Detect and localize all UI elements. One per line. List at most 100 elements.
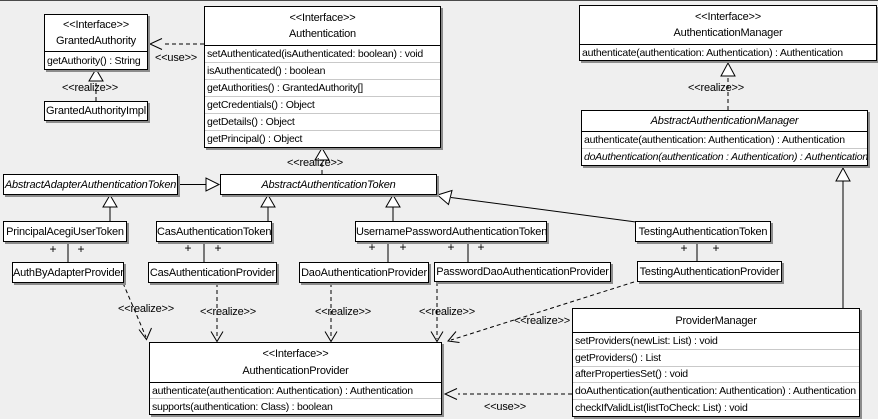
class-name: AbstractAuthenticationToken <box>261 178 396 191</box>
class-name: TestingAuthenticationToken <box>638 225 768 238</box>
class-dao-authentication-provider: DaoAuthenticationProvider <box>299 262 429 283</box>
method-row: getCredentials() : Object <box>205 97 440 114</box>
edge-gen-testing-token <box>436 189 637 223</box>
stereotype-label: <<Interface>> <box>63 19 129 31</box>
class-header: GrantedAuthorityImpl <box>45 102 147 120</box>
class-authentication-manager: <<Interface>> AuthenticationManager auth… <box>579 5 877 61</box>
edge-realize-abstracttoken <box>314 147 330 174</box>
class-header: TestingAuthenticationProvider <box>638 262 781 281</box>
multiplicity-plus: + <box>680 241 688 255</box>
method-row: getAuthorities() : GrantedAuthority[] <box>205 80 440 97</box>
method-row: setAuthenticated(isAuthenticated: boolea… <box>205 46 440 63</box>
multiplicity-plus: + <box>214 241 222 255</box>
class-name: AuthByAdapterProvider <box>13 266 124 279</box>
class-header: DaoAuthenticationProvider <box>300 263 428 282</box>
class-granted-authority-impl: GrantedAuthorityImpl <box>44 101 148 121</box>
edge-gen-cas-token <box>260 194 276 221</box>
multiplicity-plus: + <box>77 242 85 256</box>
class-name: TestingAuthenticationProvider <box>639 265 780 278</box>
edge-realize-authbyadapterprovider <box>122 282 152 341</box>
method-row: authenticate(authentication: Authenticat… <box>150 383 441 399</box>
edge-realize-daoprovider <box>324 283 338 343</box>
edge-realize-grantedauthorityimpl <box>88 68 104 101</box>
class-header: UsernamePasswordAuthenticationToken <box>356 222 546 241</box>
method-row: getAuthority() : String <box>47 54 141 67</box>
multiplicity-plus: + <box>184 241 192 255</box>
method-row: getDetails() : Object <box>205 114 440 131</box>
method-row: setProviders(newList: List) : void <box>573 333 859 350</box>
class-abstract-authentication-token: AbstractAuthenticationToken <box>220 174 437 195</box>
edge-gen-principal-token <box>102 194 118 221</box>
multiplicity-plus: + <box>49 242 57 256</box>
methods-compartment: authenticate(authentication: Authenticat… <box>150 383 441 414</box>
class-principal-acegi-user-token: PrincipalAcegiUserToken <box>3 221 127 242</box>
class-name: DaoAuthenticationProvider <box>301 266 427 279</box>
edge-realize-passworddaoprovider <box>430 282 444 343</box>
class-name: AbstractAuthenticationManager <box>650 115 799 127</box>
class-authentication-provider: <<Interface>> AuthenticationProvider aut… <box>149 342 442 415</box>
methods-compartment: authenticate(authentication: Authenticat… <box>582 132 867 165</box>
class-header: TestingAuthenticationToken <box>636 222 770 241</box>
class-cas-authentication-token: CasAuthenticationToken <box>156 221 272 242</box>
class-name: AuthenticationManager <box>673 27 783 40</box>
class-abstract-authentication-manager: AbstractAuthenticationManager authentica… <box>581 110 868 166</box>
class-name: AuthenticationProvider <box>242 365 349 377</box>
method-row: authenticate(authentication: Authenticat… <box>582 46 843 59</box>
multiplicity-plus: + <box>368 240 376 254</box>
class-header: CasAuthenticationToken <box>157 222 271 241</box>
class-name: UsernamePasswordAuthenticationToken <box>356 225 547 238</box>
class-testing-authentication-token: TestingAuthenticationToken <box>635 221 771 242</box>
class-auth-by-adapter-provider: AuthByAdapterProvider <box>12 262 124 283</box>
class-header: <<Interface>> Authentication <box>205 7 440 46</box>
method-row: doAuthentication(authentication: Authent… <box>573 383 859 401</box>
multiplicity-plus: + <box>712 241 720 255</box>
edge-realize-abstractmanager <box>720 61 736 110</box>
class-header: PasswordDaoAuthenticationProvider <box>435 263 610 281</box>
class-cas-authentication-provider: CasAuthenticationProvider <box>148 262 277 283</box>
edge-label-use: <<use>> <box>154 52 198 64</box>
class-password-dao-authentication-provider: PasswordDaoAuthenticationProvider <box>434 262 611 282</box>
class-header: PrincipalAcegiUserToken <box>4 222 126 241</box>
multiplicity-plus: + <box>447 240 455 254</box>
edge-label-use: <<use>> <box>483 401 527 413</box>
edge-label-realize: <<realize>> <box>514 315 570 327</box>
class-provider-manager: ProviderManager setProviders(newList: Li… <box>572 308 860 417</box>
class-name: ProviderManager <box>675 314 757 327</box>
edge-gen-usernamepassword-token <box>385 194 401 221</box>
methods-compartment: setAuthenticated(isAuthenticated: boolea… <box>205 46 440 147</box>
edge-label-realize: <<realize>> <box>688 82 744 94</box>
edge-label-realize: <<realize>> <box>315 306 371 318</box>
class-name: GrantedAuthorityImpl <box>46 105 146 117</box>
class-authentication: <<Interface>> Authentication setAuthenti… <box>204 6 441 148</box>
class-name: PasswordDaoAuthenticationProvider <box>436 266 609 278</box>
edge-use-providermanager <box>443 388 572 400</box>
class-name: CasAuthenticationToken <box>157 225 272 238</box>
methods-compartment: getAuthority() : String <box>45 52 147 69</box>
class-header: AbstractAuthenticationManager <box>582 111 867 132</box>
methods-compartment: setProviders(newList: List) : void getPr… <box>573 333 859 416</box>
class-name: AbstractAdapterAuthenticationToken <box>4 178 177 191</box>
method-row: authenticate(authentication: Authenticat… <box>582 132 867 149</box>
method-row: isAuthenticated() : boolean <box>205 63 440 80</box>
class-header: AbstractAuthenticationToken <box>221 175 436 194</box>
stereotype-label: <<Interface>> <box>289 11 356 24</box>
methods-compartment: authenticate(authentication: Authenticat… <box>580 45 876 60</box>
edge-realize-testingprovider <box>447 281 635 343</box>
edge-label-realize: <<realize>> <box>287 157 343 169</box>
class-header: <<Interface>> AuthenticationProvider <box>150 343 441 383</box>
multiplicity-plus: + <box>399 240 407 254</box>
class-header: <<Interface>> GrantedAuthority <box>45 15 147 52</box>
class-granted-authority: <<Interface>> GrantedAuthority getAuthor… <box>44 14 148 70</box>
class-abstract-adapter-authentication-token: AbstractAdapterAuthenticationToken <box>3 174 178 195</box>
method-row: getProviders() : List <box>573 350 859 367</box>
edge-gen-adapter-token <box>178 177 221 192</box>
class-username-password-authentication-token: UsernamePasswordAuthenticationToken <box>355 221 547 242</box>
class-name: GrantedAuthority <box>56 35 136 47</box>
class-header: <<Interface>> AuthenticationManager <box>580 6 876 45</box>
method-row: getPrincipal() : Object <box>207 133 303 145</box>
class-header: ProviderManager <box>573 309 859 333</box>
class-name: PrincipalAcegiUserToken <box>6 225 124 238</box>
edge-label-realize: <<realize>> <box>419 306 475 318</box>
